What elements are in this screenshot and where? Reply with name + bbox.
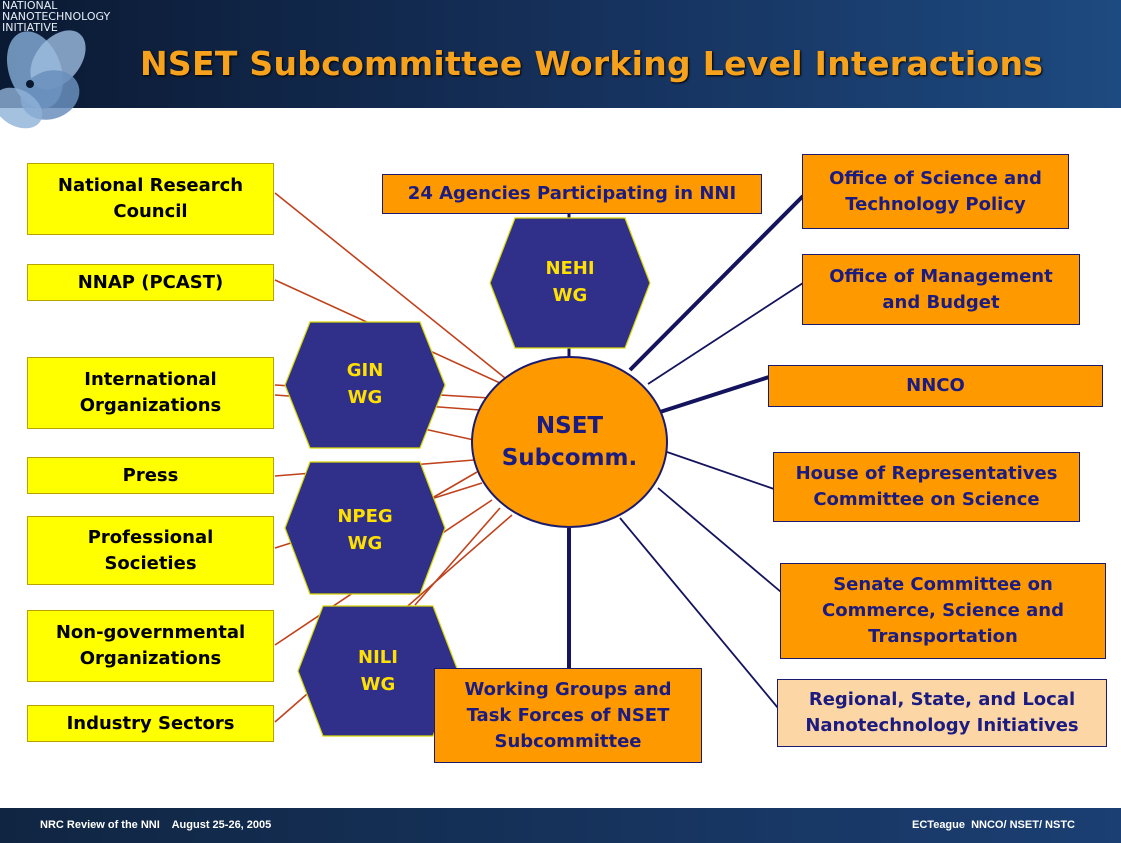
nni-logo: • NATIONAL NANOTECHNOLOGY INITIATIVE — [0, 0, 206, 140]
logo-line-2: NANOTECHNOLOGY — [2, 10, 111, 23]
node-label: National Research — [57, 175, 244, 196]
hex-nili-line1: NILI — [358, 647, 398, 668]
node-label: International — [84, 369, 217, 390]
slide-title: NSET Subcommittee Working Level Interact… — [140, 44, 1044, 83]
node-label: NNAP (PCAST) — [77, 271, 224, 293]
footer-left-text: NRC Review of the NNI August 25-26, 2005 — [40, 819, 272, 831]
node-label: Senate Committee on — [833, 574, 1053, 595]
node-label: Committee on Science — [813, 489, 1040, 510]
logo-line-1: NATIONAL — [2, 0, 58, 12]
line-nili — [414, 507, 501, 606]
hex-npeg-line2: WG — [348, 533, 383, 554]
node-industry-sectors: Industry Sectors — [27, 705, 274, 742]
node-24-agencies: 24 Agencies Participating in NNI — [382, 174, 762, 214]
node-label: and Budget — [882, 291, 1000, 313]
node-label: Subcommittee — [494, 730, 642, 752]
node-label: Industry Sectors — [66, 712, 235, 734]
logo-line-3: INITIATIVE — [2, 21, 58, 34]
line-nrc — [274, 192, 506, 379]
center-line-1: NSET — [535, 413, 604, 439]
node-label: Organizations — [79, 648, 222, 669]
hex-npeg-line1: NPEG — [337, 506, 392, 527]
line-nnco — [659, 375, 770, 414]
hex-gin-line2: WG — [348, 387, 383, 408]
node-label: Regional, State, and Local — [808, 689, 1076, 710]
node-nnap-pcast: NNAP (PCAST) — [27, 264, 274, 301]
hex-nehi-line2: WG — [553, 285, 588, 306]
node-label: NNCO — [906, 375, 965, 396]
node-nnco: NNCO — [768, 365, 1103, 407]
line-senate — [657, 487, 782, 593]
footer-bar: NRC Review of the NNI August 25-26, 2005… — [0, 808, 1121, 843]
line-ostp — [628, 194, 805, 372]
node-label: Council — [113, 201, 188, 222]
line-house — [666, 451, 775, 490]
node-press: Press — [27, 457, 274, 494]
line-omb — [647, 282, 804, 385]
hex-nehi-line1: NEHI — [545, 258, 594, 279]
hexagon-gin — [284, 321, 446, 449]
node-label: Working Groups and — [464, 678, 672, 700]
hexagon-nehi — [489, 217, 651, 349]
center-line-2: Subcomm. — [501, 445, 638, 471]
header-banner — [0, 0, 1121, 108]
hexagon-npeg — [284, 461, 446, 595]
hex-gin-line1: GIN — [347, 360, 384, 381]
node-senate-committee: Senate Committee on Commerce, Science and… — [780, 563, 1106, 659]
hex-nili-line2: WG — [361, 674, 396, 695]
node-label: Press — [122, 464, 179, 486]
node-label: House of Representatives — [795, 463, 1058, 484]
node-label: Commerce, Science and — [822, 600, 1064, 621]
node-label: Professional — [87, 526, 214, 548]
nset-subcommittee-node: NSET Subcomm. — [471, 356, 668, 528]
nanotube-flower-icon — [0, 30, 86, 129]
node-label: Transportation — [868, 626, 1018, 647]
node-label: Office of Science and — [829, 167, 1042, 189]
node-label: Societies — [104, 552, 197, 574]
node-omb: Office of Management and Budget — [802, 254, 1080, 325]
line-regional — [619, 517, 779, 709]
node-label: Task Forces of NSET — [466, 704, 670, 726]
hexagon-nili — [297, 605, 459, 737]
node-label: Technology Policy — [845, 193, 1026, 215]
node-label: Office of Management — [829, 265, 1053, 287]
node-label: Non-governmental — [55, 622, 246, 643]
node-label: 24 Agencies Participating in NNI — [407, 183, 737, 204]
node-label: Organizations — [79, 395, 222, 416]
footer-right-text: ECTeague NNCO/ NSET/ NSTC — [912, 819, 1075, 831]
node-label: Nanotechnology Initiatives — [805, 715, 1079, 736]
